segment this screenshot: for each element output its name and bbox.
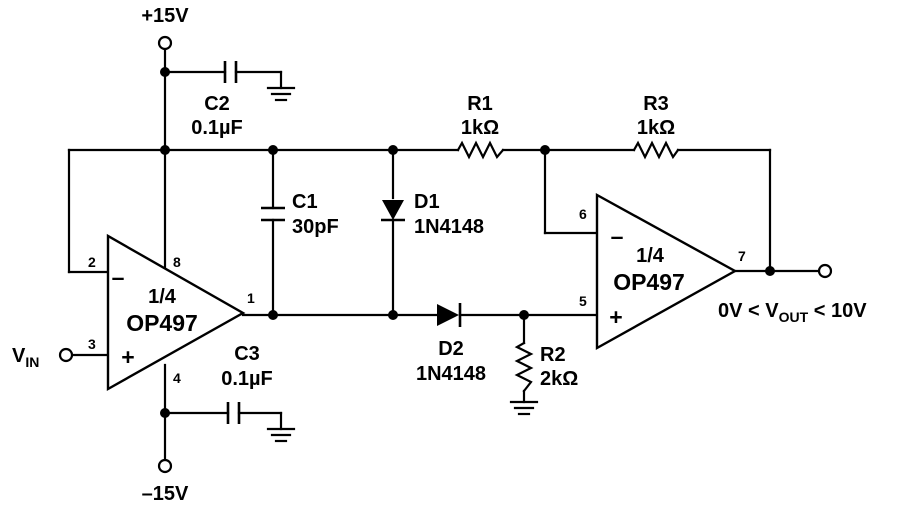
op-amp-1 (106, 233, 246, 392)
d1-value-label: 1N4148 (414, 216, 484, 238)
input-terminal (58, 347, 74, 363)
output-terminal (817, 263, 833, 279)
op-amp-2-minus-sign: – (611, 223, 624, 249)
d2-ref-label: D2 (438, 338, 464, 360)
op-amp-2-pin-6: 6 (579, 206, 587, 222)
resistor-r1-symbol (456, 140, 505, 160)
c3-value-label: 0.1µF (221, 368, 273, 390)
r1-ref-label: R1 (467, 93, 493, 115)
r2-ref-label: R2 (540, 344, 566, 366)
r3-value-label: 1kΩ (637, 117, 675, 139)
d2-value-label: 1N4148 (416, 363, 486, 385)
op-amp-2-pin-5: 5 (579, 293, 587, 309)
positive-supply-terminal (157, 35, 173, 51)
capacitor-c3-symbol (226, 402, 241, 424)
negative-supply-terminal (157, 458, 173, 474)
diode-d2-symbol (437, 303, 462, 327)
c2-ref-label: C2 (204, 93, 230, 115)
op-amp-1-plus-sign: + (121, 344, 134, 370)
diode-d1-symbol (381, 200, 405, 222)
op-amp-1-pin-2: 2 (88, 254, 96, 270)
op-amp-2-fraction: 1/4 (636, 245, 665, 267)
d1-ref-label: D1 (414, 191, 440, 213)
op-amp-2-pin-7: 7 (738, 248, 746, 264)
c3-ref-label: C3 (234, 343, 260, 365)
positive-supply-label: +15V (141, 5, 189, 27)
op-amp-1-pin-4: 4 (173, 370, 181, 386)
op-amp-2 (595, 192, 738, 351)
op-amp-2-name: OP497 (613, 269, 685, 295)
r3-ref-label: R3 (643, 93, 669, 115)
op-amp-1-pin-8: 8 (173, 254, 181, 270)
output-range-label: 0V < VOUT < 10V (718, 300, 867, 325)
op-amp-2-plus-sign: + (609, 304, 622, 330)
junctions (160, 67, 775, 418)
op-amp-1-pin-1: 1 (247, 290, 255, 306)
c1-value-label: 30pF (292, 216, 339, 238)
resistor-r3-symbol (632, 140, 680, 160)
op-amp-1-fraction: 1/4 (148, 286, 177, 308)
c2-value-label: 0.1µF (191, 117, 243, 139)
capacitor-c1-symbol (261, 206, 285, 222)
r1-value-label: 1kΩ (461, 117, 499, 139)
r2-value-label: 2kΩ (540, 368, 578, 390)
ground-c2 (266, 86, 296, 102)
negative-supply-label: –15V (142, 483, 189, 505)
op-amp-1-pin-3: 3 (88, 336, 96, 352)
op-amp-1-name: OP497 (126, 310, 198, 336)
op-amp-1-minus-sign: – (112, 264, 125, 290)
capacitor-c2-symbol (223, 61, 238, 83)
ground-c3 (266, 427, 296, 443)
c1-ref-label: C1 (292, 191, 318, 213)
wires (67, 47, 820, 462)
ground-r2 (509, 400, 539, 416)
resistor-r2-symbol (514, 341, 534, 393)
input-label: VIN (12, 345, 39, 370)
